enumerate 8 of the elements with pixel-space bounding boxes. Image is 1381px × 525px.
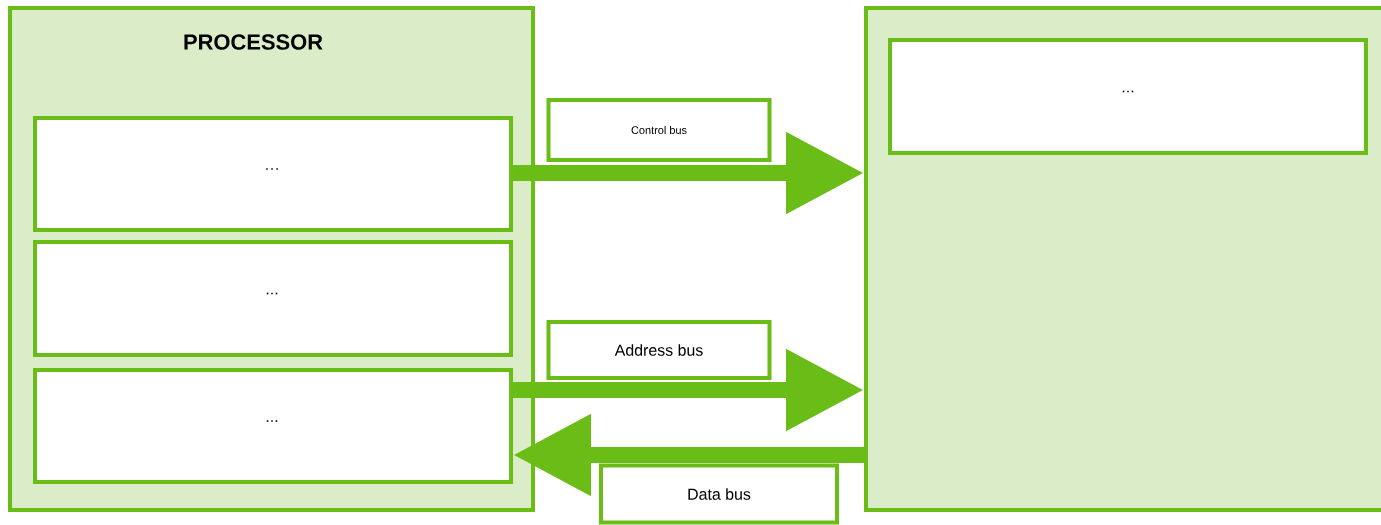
text-box: ... — [888, 38, 1368, 155]
bus-label: Address bus — [546, 320, 772, 380]
bus-label: Data bus — [599, 463, 839, 525]
text-box: … — [33, 116, 513, 232]
panel-title: PROCESSOR — [184, 34, 323, 50]
bus-label: Control bus — [546, 98, 772, 162]
text-box: ... — [33, 240, 513, 357]
text-box: ... — [33, 368, 513, 484]
